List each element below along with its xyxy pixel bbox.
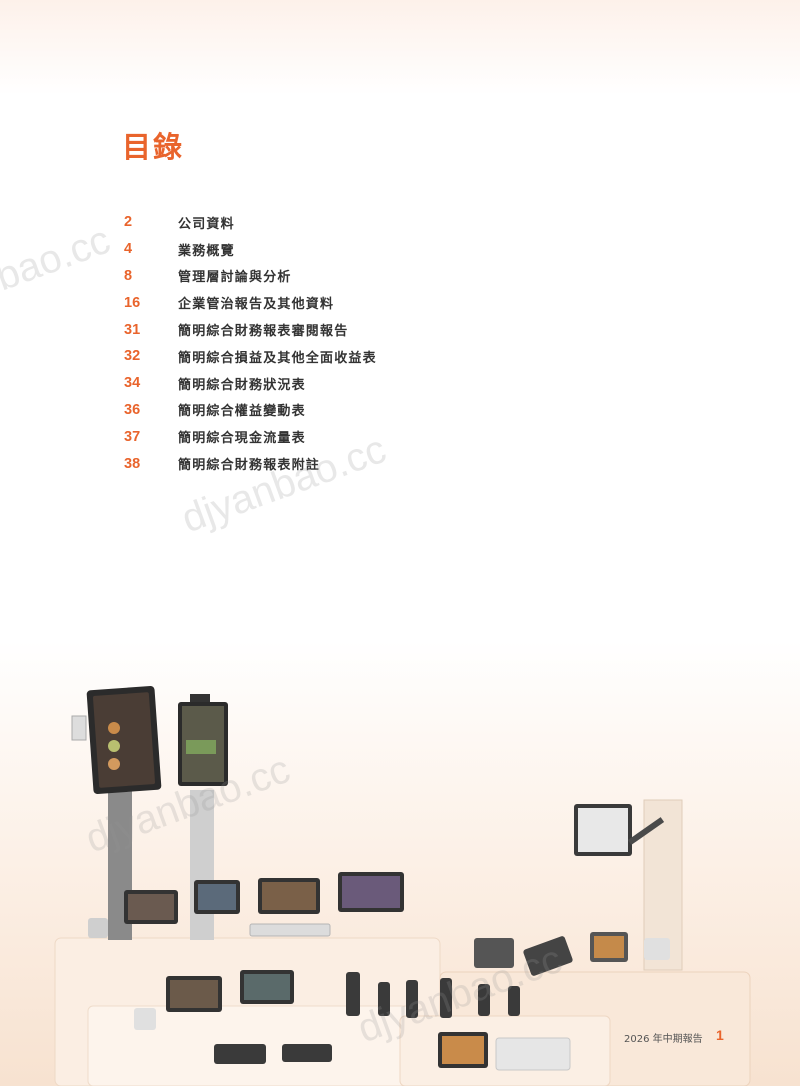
- toc-item[interactable]: 37 簡明綜合現金流量表: [124, 423, 377, 450]
- pos-terminal: [88, 872, 404, 938]
- toc-item[interactable]: 38 簡明綜合財務報表附註: [124, 450, 377, 477]
- toc-label: 簡明綜合損益及其他全面收益表: [178, 350, 377, 366]
- toc-page-number: 34: [124, 375, 141, 392]
- wall-terminal: [474, 799, 683, 976]
- toc-page-number: 31: [124, 321, 141, 338]
- toc-label: 簡明綜合權益變動表: [178, 404, 306, 420]
- table-of-contents: 2 公司資料 4 業務概覽 8 管理層討論與分析 16 企業管治報告及其他資料 31 簡明…: [124, 209, 377, 477]
- toc-page-number: 8: [124, 267, 133, 284]
- toc-label: 業務概覽: [178, 243, 235, 259]
- toc-item[interactable]: 34 簡明綜合財務狀況表: [124, 370, 377, 397]
- toc-label: 簡明綜合財務報表附註: [178, 458, 321, 474]
- toc-item[interactable]: 31 簡明綜合財務報表審閱報告: [124, 316, 377, 343]
- handheld-devices: [134, 970, 571, 1071]
- toc-label: 簡明綜合財務狀況表: [178, 377, 306, 393]
- toc-label: 公司資料: [178, 216, 235, 232]
- toc-label: 管理層討論與分析: [178, 270, 292, 286]
- toc-page-number: 2: [124, 214, 133, 231]
- toc-item[interactable]: 36 簡明綜合權益變動表: [124, 397, 377, 424]
- toc-page-number: 38: [124, 455, 141, 472]
- toc-page-number: 37: [124, 428, 141, 445]
- toc-item[interactable]: 8 管理層討論與分析: [124, 263, 377, 290]
- toc-item[interactable]: 32 簡明綜合損益及其他全面收益表: [124, 343, 377, 370]
- toc-page-number: 36: [124, 401, 141, 418]
- report-label: 2026 年中期報告: [624, 1034, 703, 1045]
- toc-item[interactable]: 16 企業管治報告及其他資料: [124, 289, 377, 316]
- toc-page-number: 32: [124, 348, 141, 365]
- watermark: bao.cc: [0, 217, 116, 300]
- page-number: 1: [716, 1027, 724, 1043]
- toc-page-number: 16: [124, 294, 141, 311]
- toc-page-number: 4: [124, 241, 133, 258]
- page-title: 目錄: [122, 130, 185, 164]
- toc-item[interactable]: 2 公司資料: [124, 209, 377, 236]
- toc-label: 簡明綜合財務報表審閱報告: [178, 324, 349, 340]
- toc-label: 企業管治報告及其他資料: [178, 297, 335, 313]
- pos-devices-illustration: [54, 686, 751, 1086]
- toc-item[interactable]: 4 業務概覽: [124, 236, 377, 263]
- kiosk-device: [178, 694, 228, 940]
- toc-label: 簡明綜合現金流量表: [178, 431, 306, 447]
